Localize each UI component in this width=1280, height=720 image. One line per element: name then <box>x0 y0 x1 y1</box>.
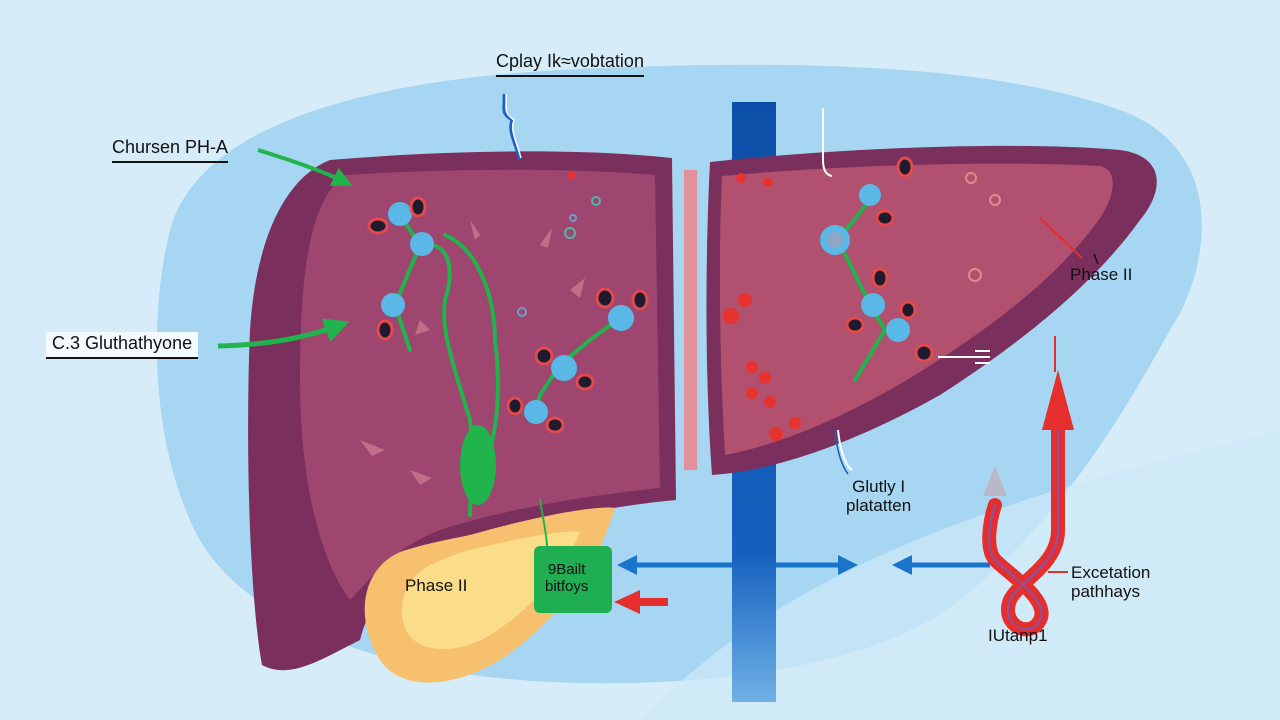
ligament-bar <box>684 170 697 470</box>
molecule-node <box>886 318 910 342</box>
light-band <box>640 430 1280 720</box>
glutly-connector-blue <box>834 429 849 475</box>
molecule-node <box>608 305 634 331</box>
excretion-loop <box>982 423 1065 637</box>
phase-ii-pointer <box>1039 217 1083 259</box>
label-excretion-line2: pathhays <box>1071 581 1140 601</box>
arrow-red-up <box>1042 370 1074 430</box>
molecule-node <box>381 293 405 317</box>
white-exit-mark <box>938 350 990 364</box>
label-right-middle: Glutly I platatten <box>846 477 912 515</box>
top-connector-inner <box>505 93 522 159</box>
molecule-node <box>861 293 885 317</box>
label-excretion-line1: Excetation <box>1071 563 1151 582</box>
arrow-grey-up <box>983 466 1007 496</box>
tissue-flecks <box>360 220 585 485</box>
top-right-probe <box>822 108 833 177</box>
label-right-middle-line1: Glutly I <box>852 477 906 496</box>
label-gallbladder: Phase II <box>405 576 468 595</box>
label-bile-box-line1: 9Bailt <box>547 561 586 578</box>
molecule-node <box>524 400 548 424</box>
label-top-left: Chursen PH-A <box>112 137 229 163</box>
top-connector <box>502 93 522 161</box>
molecule-node <box>551 355 577 381</box>
label-top: Cplay Ik≈vobtation <box>496 51 644 77</box>
label-right-middle-line2: platatten <box>846 495 912 515</box>
molecule-node-core <box>827 232 843 248</box>
bile-pool <box>460 425 496 505</box>
label-left: C.3 Gluthathyone <box>46 332 199 359</box>
label-bile-box-line2: bitfoys <box>545 577 589 595</box>
molecule-group-left <box>381 202 634 424</box>
liver-left-lobe-inner <box>300 169 660 600</box>
arrow-red-small <box>614 590 668 614</box>
bile-box <box>534 546 612 613</box>
label-bile-box: 9Bailt bitfoys <box>545 561 589 595</box>
scattered-particles <box>517 172 1001 317</box>
arrow-green-top <box>257 148 353 186</box>
phase-ii-pointer-tick <box>1093 253 1099 265</box>
label-bottom-right: IUtanp1 <box>988 626 1048 645</box>
glutly-connector <box>837 429 853 471</box>
molecule-group-right <box>820 184 910 342</box>
red-blood-cells <box>568 171 801 441</box>
label-right-upper: Phase II <box>1070 265 1133 284</box>
receptor-petals <box>367 156 934 434</box>
molecule-node <box>859 184 881 206</box>
molecule-node <box>388 202 412 226</box>
label-excretion: Excetation pathhays <box>1071 563 1151 601</box>
arrow-green-left <box>217 318 350 349</box>
molecule-node <box>410 232 434 256</box>
